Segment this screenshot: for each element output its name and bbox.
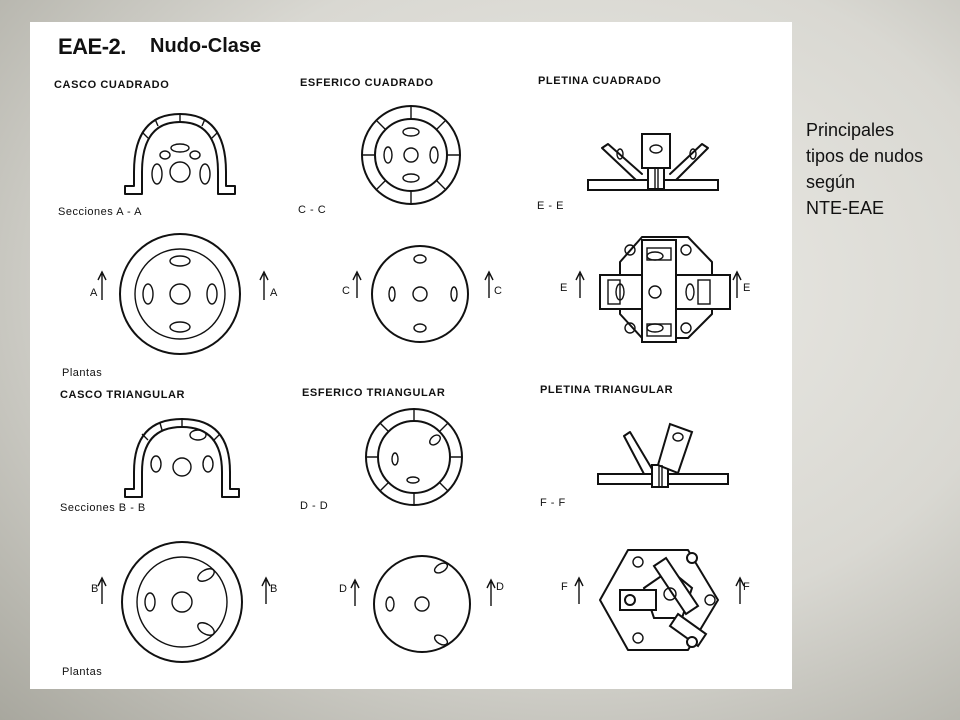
casco-cuadrado-section: [124, 113, 236, 195]
technical-drawings: [97, 105, 745, 663]
section-tag-a-left: A: [90, 287, 98, 299]
section-label-a: Secciones A - A: [58, 206, 142, 218]
caption-line: NTE-EAE: [806, 198, 885, 218]
heading-casco-triangular: CASCO TRIANGULAR: [60, 389, 186, 401]
caption-line: Principales: [806, 120, 895, 140]
section-tag-b-right: B: [270, 583, 278, 595]
section-tag-e-right: E: [743, 282, 751, 294]
section-tag-c-left: C: [342, 285, 350, 297]
drawing-sheet: EAE-2. Nudo-Clase CASCO CUADRADO ESFERIC…: [30, 22, 792, 689]
section-tag-e-left: E: [560, 282, 568, 294]
esferico-triangular-section: [365, 408, 463, 506]
section-label-c: C - C: [298, 204, 327, 216]
section-label-b: Secciones B - B: [60, 502, 146, 514]
casco-cuadrado-plan: [97, 233, 269, 355]
section-tag-a-right: A: [270, 287, 278, 299]
sheet-code: EAE-2.: [58, 34, 126, 59]
section-tag-d-left: D: [339, 583, 347, 595]
esferico-cuadrado-section: [361, 105, 461, 205]
heading-pletina-cuadrado: PLETINA CUADRADO: [538, 75, 662, 87]
section-tag-d-right: D: [496, 581, 504, 593]
pletina-triangular-plan: [574, 549, 745, 651]
sheet-title: Nudo-Clase: [150, 35, 262, 57]
heading-pletina-triangular: PLETINA TRIANGULAR: [540, 384, 674, 396]
heading-casco-cuadrado: CASCO CUADRADO: [54, 79, 170, 91]
esferico-triangular-plan: [350, 555, 496, 653]
section-tag-c-right: C: [494, 285, 502, 297]
caption-line: según: [806, 172, 856, 192]
pletina-cuadrado-section: [587, 133, 719, 191]
section-label-f: F - F: [540, 497, 566, 509]
section-tag-f-right: F: [743, 581, 750, 593]
caption-line: tipos de nudos: [806, 146, 924, 166]
plan-label-row1: Plantas: [62, 367, 103, 379]
esferico-cuadrado-plan: [352, 245, 494, 343]
pletina-triangular-section: [597, 422, 729, 488]
heading-esferico-triangular: ESFERICO TRIANGULAR: [302, 387, 446, 399]
casco-triangular-section: [124, 418, 240, 498]
section-tag-f-left: F: [561, 581, 568, 593]
casco-triangular-plan: [97, 541, 271, 663]
section-label-e: E - E: [537, 200, 564, 212]
pletina-cuadrado-plan: [575, 236, 742, 343]
section-label-d: D - D: [300, 500, 329, 512]
section-tag-b-left: B: [91, 583, 99, 595]
heading-esferico-cuadrado: ESFERICO CUADRADO: [300, 77, 434, 89]
slide-caption: Principales tipos de nudos según NTE-EAE: [806, 117, 956, 221]
plan-label-row2: Plantas: [62, 666, 103, 678]
